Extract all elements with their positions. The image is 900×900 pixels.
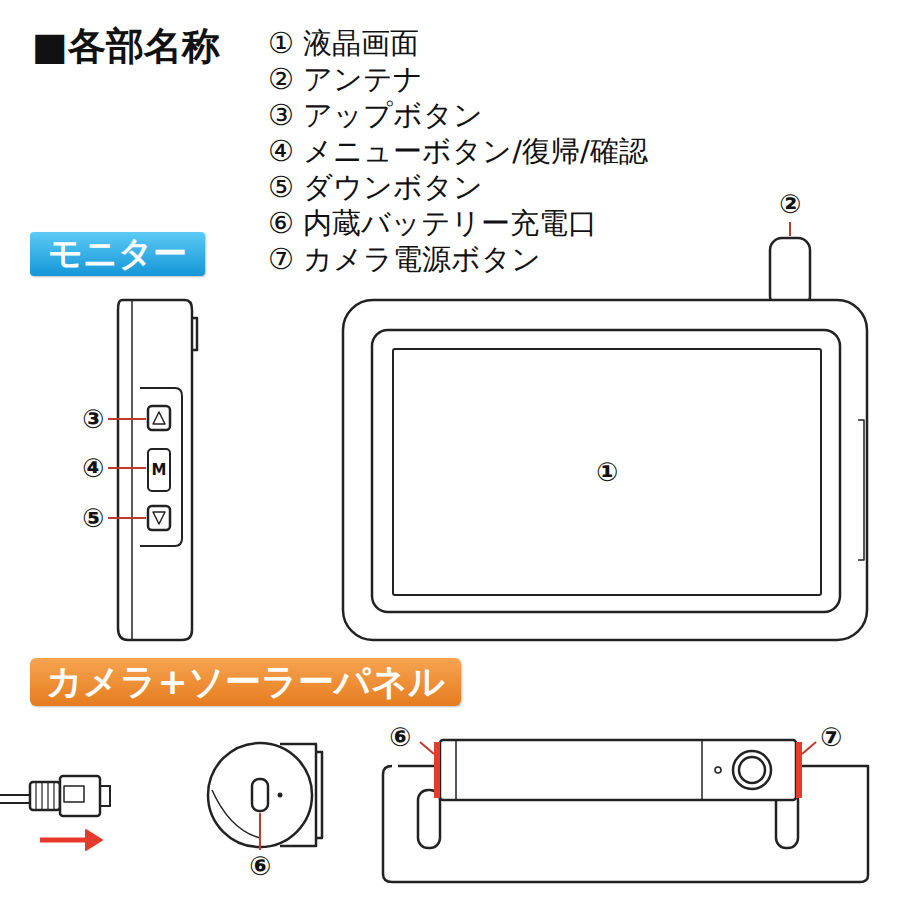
callout-number: ⑥ [249, 852, 271, 881]
callout-number: ③ [82, 405, 104, 434]
node-text: モニター [48, 231, 187, 277]
part-name: ④ メニューボタン/復帰/確認 [268, 136, 648, 168]
part-name: ③ アップボタン [268, 100, 483, 132]
callout-number: ⑦ [820, 723, 842, 752]
node-text: カメラ+ソーラーパネル [46, 658, 444, 707]
part-name: ② アンテナ [268, 64, 423, 96]
callout-number: ⑥ [389, 723, 411, 752]
page-title: ■各部名称 [32, 26, 220, 68]
part-name: ⑦ カメラ電源ボタン [268, 244, 541, 276]
monitor-badge: モニター [30, 232, 205, 276]
callout-number: ⑤ [82, 504, 104, 533]
callout-number: ④ [82, 454, 104, 483]
callout-number: ② [779, 190, 801, 219]
part-name: ① 液晶画面 [268, 28, 419, 60]
part-name: ⑤ ダウンボタン [268, 172, 483, 204]
menu-button: M [147, 448, 171, 492]
part-name: ⑥ 内蔵バッテリー充電口 [268, 208, 597, 240]
lcd-screen: ① [392, 348, 822, 596]
node-text: M [152, 461, 167, 479]
node-text: ① [596, 457, 618, 487]
camera-badge: カメラ+ソーラーパネル [30, 658, 461, 706]
